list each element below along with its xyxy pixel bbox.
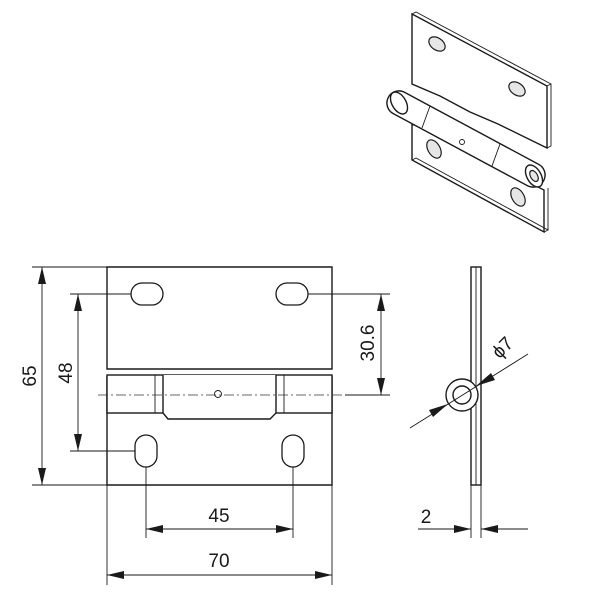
dim-hole-vertical-spacing: 48	[56, 362, 77, 383]
dim-width-overall: 70	[208, 551, 229, 572]
front-upper-leaf	[106, 266, 333, 370]
front-view	[98, 266, 345, 486]
front-pin-hole	[214, 390, 222, 398]
iso-knuckle-split-1	[421, 105, 431, 129]
iso-knuckle-end-left	[389, 91, 409, 115]
iso-upper-leaf	[411, 12, 548, 150]
iso-lower-slot-left	[426, 139, 442, 159]
iso-lower-leaf-thickness	[411, 157, 549, 233]
iso-pin-hole	[459, 139, 465, 145]
dim-line-phi7	[409, 353, 529, 429]
iso-upper-leaf-thickness	[411, 11, 552, 149]
isometric-view	[386, 11, 552, 234]
iso-pin-end	[529, 169, 539, 183]
dim-thickness: 2	[421, 507, 432, 528]
iso-upper-slot-right	[508, 81, 526, 97]
dim-knuckle-offset: 30.6	[358, 325, 379, 362]
dim-hole-spacing: 45	[208, 506, 229, 527]
iso-knuckle-split-2	[491, 143, 501, 167]
side-view	[445, 266, 482, 486]
dim-height-overall: 65	[20, 365, 41, 386]
dim-pin-diameter: ϕ7	[488, 333, 518, 363]
iso-lower-slot-right	[510, 187, 526, 207]
iso-upper-slot-left	[428, 36, 446, 52]
